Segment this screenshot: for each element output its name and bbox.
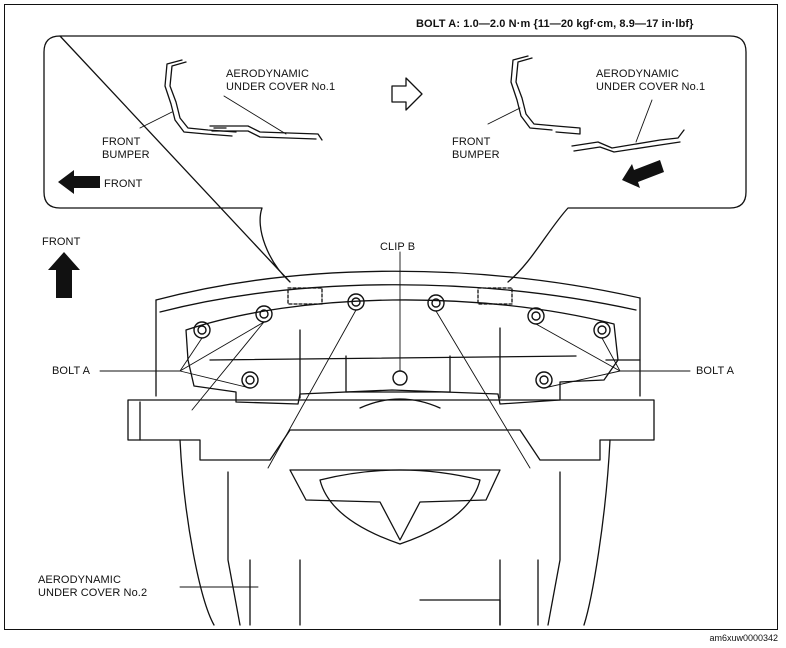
right-detail-drawing [487, 55, 685, 153]
leader-lines [99, 251, 691, 588]
clip-marker [392, 370, 408, 386]
right-bumper-label: FRONT BUMPER [452, 136, 500, 161]
underbody-drawing [127, 270, 655, 626]
clip-b-label: CLIP B [380, 241, 416, 253]
bolt-marker [593, 321, 611, 339]
left-detail-drawing [139, 59, 323, 141]
bolt-markers [193, 293, 611, 389]
main-front-label: FRONT [42, 236, 81, 248]
bolt-marker [427, 294, 445, 312]
bolt-marker [527, 307, 545, 325]
figure-frame [4, 4, 778, 630]
detail-front-label: FRONT [104, 178, 143, 190]
left-cover1-label: AERODYNAMIC UNDER COVER No.1 [226, 68, 336, 93]
right-cover1-label: AERODYNAMIC UNDER COVER No.1 [596, 68, 706, 93]
solid-diagonal-arrow-icon [622, 160, 664, 188]
cover2-label: AERODYNAMIC UNDER COVER No.2 [38, 574, 148, 599]
bolt-a-right-label: BOLT A [696, 365, 735, 377]
left-bumper-label: FRONT BUMPER [102, 136, 150, 161]
solid-left-arrow-icon [58, 170, 100, 194]
bolt-marker [535, 371, 553, 389]
hollow-right-arrow-icon [391, 77, 423, 111]
figure-id: am6xuw0000342 [709, 633, 778, 643]
bolt-marker [241, 371, 259, 389]
detail-callout-bubble [43, 35, 747, 283]
bolt-marker [255, 305, 273, 323]
solid-up-arrow-icon [48, 252, 80, 298]
torque-spec-header: BOLT A: 1.0—2.0 N·m {11—20 kgf·cm, 8.9—1… [416, 18, 694, 30]
bolt-a-left-label: BOLT A [52, 365, 91, 377]
